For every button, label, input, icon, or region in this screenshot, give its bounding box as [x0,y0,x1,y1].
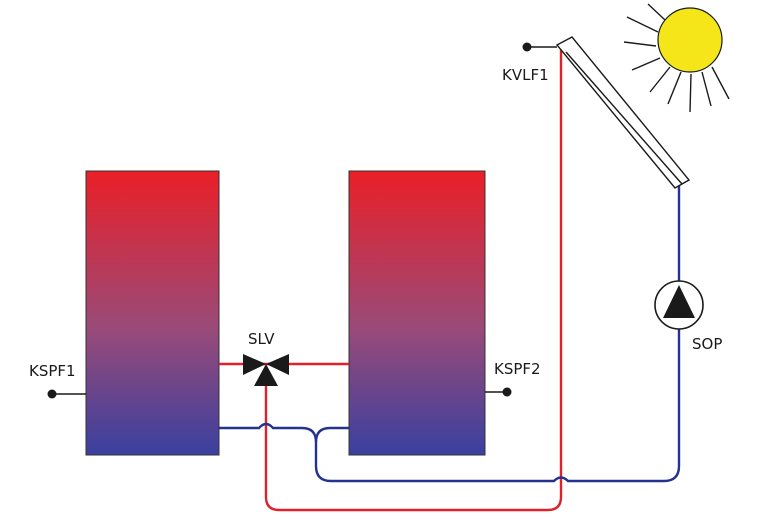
cold-pipe [219,181,681,483]
label-kvlf1: KVLF1 [502,66,549,84]
sun-icon [623,3,730,113]
label-slv: SLV [248,330,275,348]
solar-collector [555,36,691,189]
storage-sensor-2 [485,387,512,397]
collector-sensor [522,42,557,52]
storage-sensor-1 [47,389,86,399]
label-sop: SOP [692,335,722,353]
three-way-valve-icon [243,354,289,386]
label-kspf1: KSPF1 [29,362,76,380]
pump-icon [654,280,704,330]
label-kspf2: KSPF2 [494,360,541,378]
storage-tank-2 [348,170,486,456]
storage-tank-1 [85,170,220,456]
